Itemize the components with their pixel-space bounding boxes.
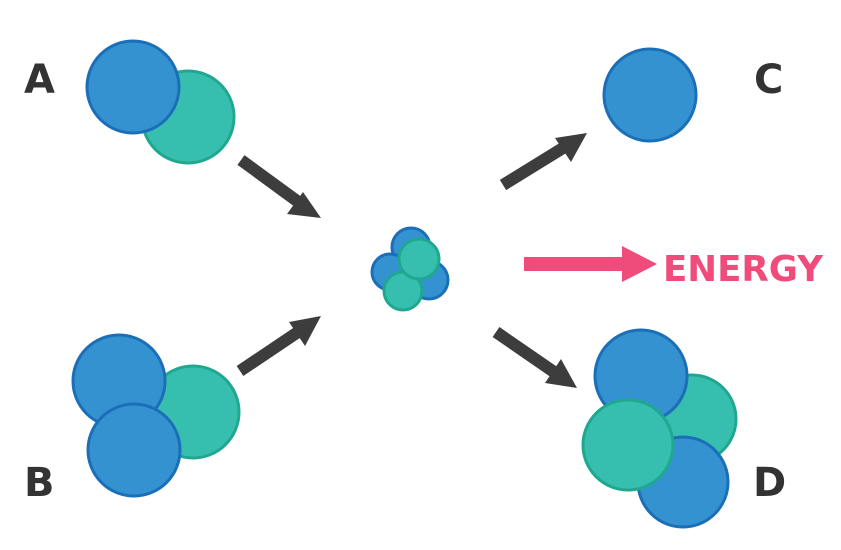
energy-label: ENERGY <box>663 249 824 290</box>
particle-d-neutron-2 <box>581 398 675 492</box>
particle-a <box>85 39 236 165</box>
particle-c <box>602 47 698 143</box>
cluster-neutron-2 <box>397 237 441 281</box>
arrow-b-to-center <box>236 316 321 376</box>
label-d: D <box>753 460 786 506</box>
label-a: A <box>24 57 55 103</box>
particle-d <box>581 328 738 529</box>
fusion-cluster <box>370 226 450 312</box>
label-c: C <box>754 57 783 103</box>
particle-a-proton <box>85 39 181 135</box>
arrow-center-to-d <box>492 327 577 388</box>
particle-b-proton-2 <box>86 402 182 498</box>
arrow-center-to-c <box>499 133 587 191</box>
particle-b <box>71 333 241 498</box>
energy-arrow <box>524 246 657 282</box>
arrow-a-to-center <box>237 155 321 218</box>
particle-c-proton <box>602 47 698 143</box>
label-b: B <box>24 460 55 506</box>
